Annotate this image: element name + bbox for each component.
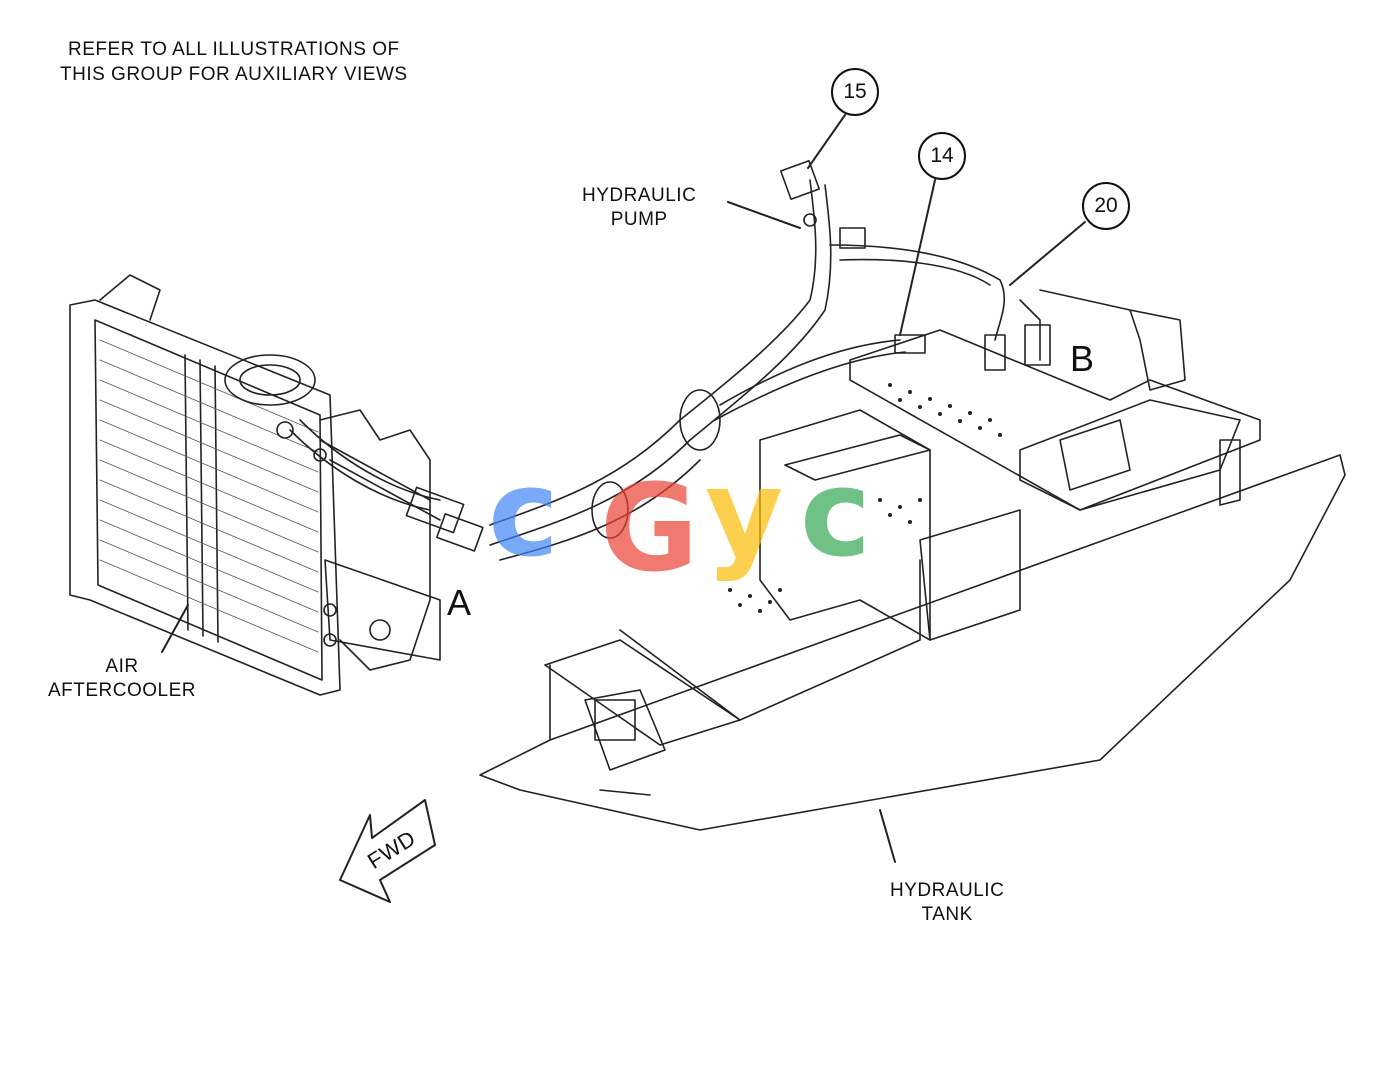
label-air-aftercooler: AIR AFTERCOOLER <box>48 655 196 703</box>
cooler-hoses <box>276 419 484 552</box>
leader-lines <box>161 114 1086 863</box>
callout-20: 20 <box>1082 182 1130 230</box>
label-hydraulic-pump-line1: HYDRAULIC <box>582 185 697 206</box>
watermark-letter-2: G <box>600 460 699 599</box>
label-hydraulic-pump: HYDRAULIC PUMP <box>582 184 696 232</box>
label-hydraulic-tank-line2: TANK <box>921 904 973 925</box>
view-label-a: A <box>447 582 472 623</box>
view-label-b: B <box>1070 338 1095 379</box>
callout-15: 15 <box>831 68 879 116</box>
label-hydraulic-tank: HYDRAULIC TANK <box>890 879 1004 927</box>
note-line-1: REFER TO ALL ILLUSTRATIONS OF <box>68 39 400 60</box>
label-air-aftercooler-line2: AFTERCOOLER <box>48 680 197 701</box>
hydraulic-tank <box>479 289 1346 831</box>
watermark-letter-4: c <box>800 445 872 584</box>
label-hydraulic-tank-line1: HYDRAULIC <box>890 880 1005 901</box>
fwd-arrow <box>339 799 436 903</box>
callout-14: 14 <box>918 132 966 180</box>
air-aftercooler <box>69 274 441 696</box>
perforation-dots <box>728 383 1002 613</box>
watermark-letter-1: c <box>488 445 560 584</box>
main-hoses <box>489 159 1051 561</box>
label-hydraulic-pump-line2: PUMP <box>610 209 668 230</box>
label-air-aftercooler-line1: AIR <box>105 656 139 677</box>
note-line-2: THIS GROUP FOR AUXILIARY VIEWS <box>60 64 408 85</box>
watermark-letter-3: y <box>705 445 784 584</box>
